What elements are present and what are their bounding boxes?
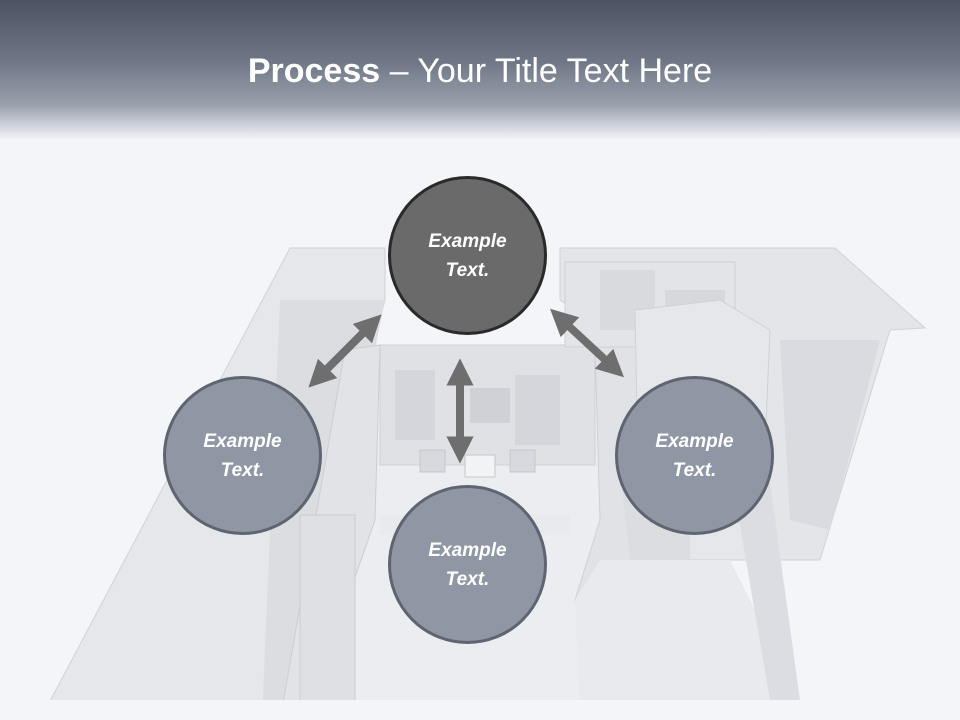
title-rest: – Your Title Text Here [380, 52, 713, 90]
node-left: Example Text. [163, 376, 322, 535]
title-bold: Process [247, 52, 381, 90]
title-bar: Process – Your Title Text Here [0, 0, 960, 140]
node-right: Example Text. [615, 376, 774, 535]
node-bottom-label: Example Text. [428, 539, 507, 590]
node-bottom: Example Text. [388, 485, 547, 644]
slide-title: Process – Your Title Text Here [0, 52, 960, 91]
arrow-top-right [550, 308, 624, 378]
node-left-label: Example Text. [203, 430, 282, 481]
node-top: Example Text. [388, 176, 547, 335]
node-right-label: Example Text. [655, 430, 734, 481]
node-top-label: Example Text. [428, 230, 507, 281]
arrow-top-left [308, 314, 382, 388]
